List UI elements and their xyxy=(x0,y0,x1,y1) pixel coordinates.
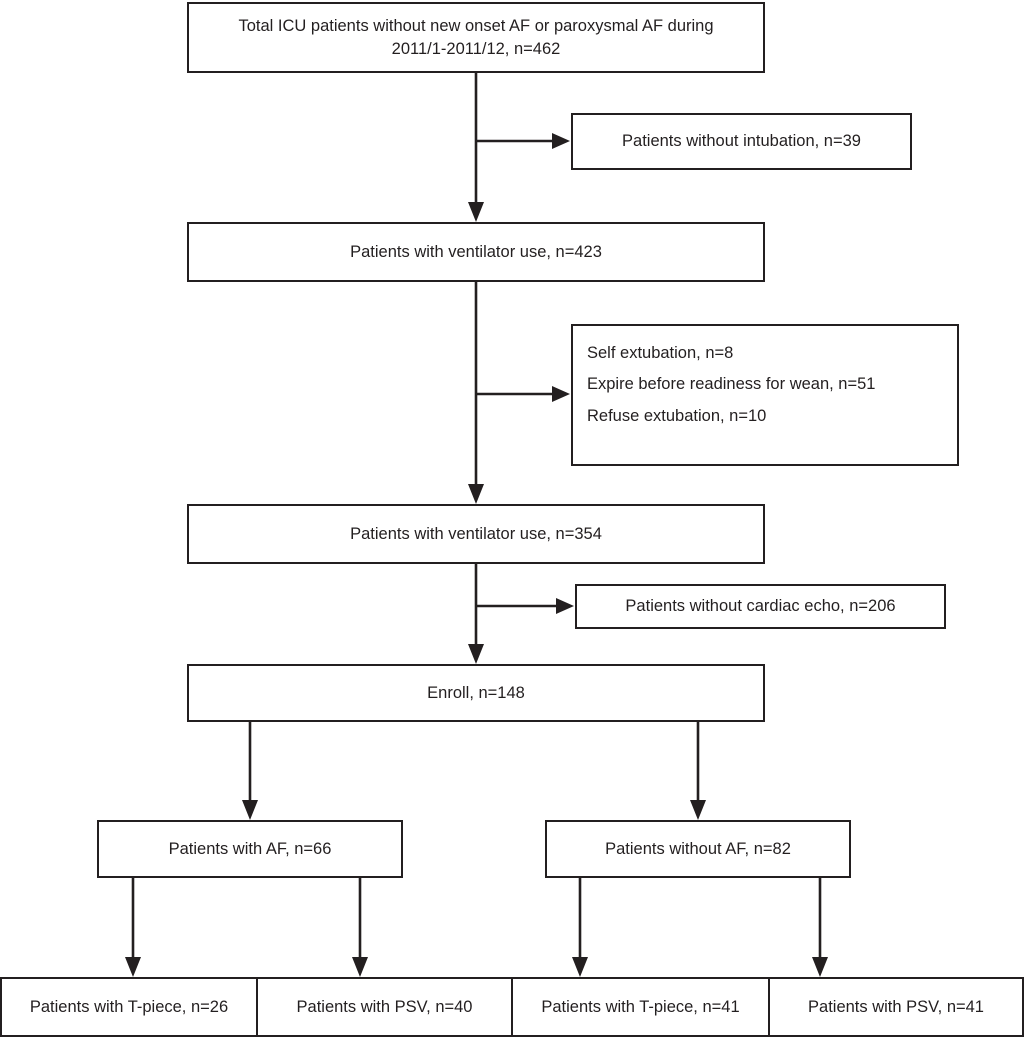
node-noaf-psv-label: Patients with PSV, n=41 xyxy=(808,997,984,1016)
node-af-tpiece-label: Patients with T-piece, n=26 xyxy=(29,997,229,1016)
node-patients-with-af: Patients with AF, n=66 xyxy=(97,820,403,878)
node-ventilator-use-354-label: Patients with ventilator use, n=354 xyxy=(350,524,602,543)
node-patients-with-af-label: Patients with AF, n=66 xyxy=(168,839,332,858)
node-ventilator-use-423-label: Patients with ventilator use, n=423 xyxy=(350,242,602,261)
node-excluded-without-intubation: Patients without intubation, n=39 xyxy=(571,113,912,170)
node-af-psv-label: Patients with PSV, n=40 xyxy=(296,997,473,1016)
node-ventilator-use-354: Patients with ventilator use, n=354 xyxy=(187,504,765,564)
node-excluded-without-intubation-label: Patients without intubation, n=39 xyxy=(622,132,861,151)
node-noaf-psv: Patients with PSV, n=41 xyxy=(768,977,1024,1037)
node-excluded-group-wean: Self extubation, n=8 Expire before readi… xyxy=(571,324,959,466)
node-noaf-tpiece: Patients with T-piece, n=41 xyxy=(511,977,770,1037)
node-excluded-without-cardiac-echo: Patients without cardiac echo, n=206 xyxy=(575,584,946,629)
node-af-tpiece: Patients with T-piece, n=26 xyxy=(0,977,258,1037)
node-excluded-self-extubation-label: Self extubation, n=8 xyxy=(587,344,734,362)
node-enroll: Enroll, n=148 xyxy=(187,664,765,722)
node-af-psv: Patients with PSV, n=40 xyxy=(256,977,513,1037)
node-noaf-tpiece-label: Patients with T-piece, n=41 xyxy=(541,997,740,1016)
node-excluded-expire-label: Expire before readiness for wean, n=51 xyxy=(587,375,876,394)
node-patients-without-af-label: Patients without AF, n=82 xyxy=(605,839,791,858)
node-excluded-without-cardiac-echo-label: Patients without cardiac echo, n=206 xyxy=(625,597,896,616)
node-patients-without-af: Patients without AF, n=82 xyxy=(545,820,851,878)
node-ventilator-use-423: Patients with ventilator use, n=423 xyxy=(187,222,765,282)
node-total-icu-patients: Total ICU patients without new onset AF … xyxy=(187,2,765,73)
node-total-icu-line-1: Total ICU patients without new onset AF … xyxy=(238,17,714,36)
node-excluded-refuse-extubation-label: Refuse extubation, n=10 xyxy=(587,406,767,425)
node-total-icu-line-2: 2011/1-2011/12, n=462 xyxy=(391,39,561,58)
node-enroll-label: Enroll, n=148 xyxy=(427,683,525,702)
